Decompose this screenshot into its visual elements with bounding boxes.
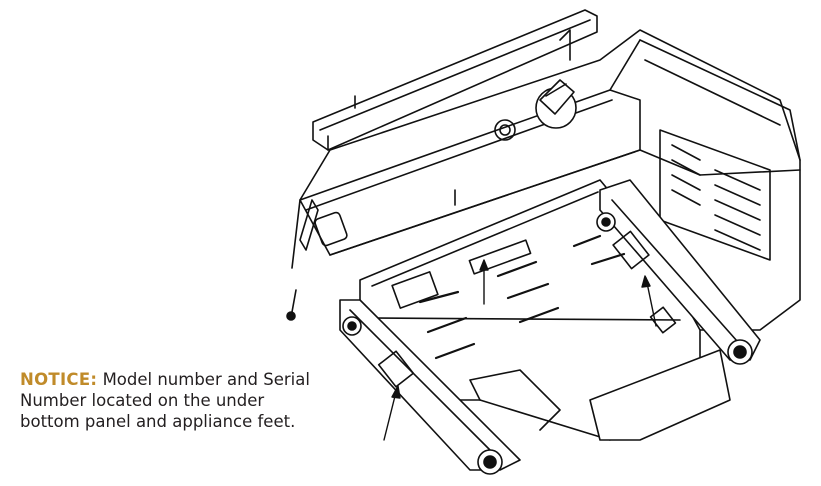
appliance-foot-left	[339, 299, 521, 475]
notice-line-2: Number located on the under	[20, 391, 265, 410]
side-vent-grille	[659, 129, 771, 261]
appliance-foot-right	[596, 179, 761, 365]
notice-label: NOTICE:	[20, 370, 98, 389]
notice-line-3: bottom panel and appliance feet.	[20, 412, 296, 431]
pointer-arrows	[383, 259, 657, 441]
grease-tray-pin	[286, 289, 297, 321]
notice-text: NOTICE: Model number and Serial Number l…	[20, 369, 350, 432]
control-knob	[535, 79, 577, 129]
notice-line-1: Model number and Serial	[102, 370, 310, 389]
side-handle	[312, 9, 598, 151]
